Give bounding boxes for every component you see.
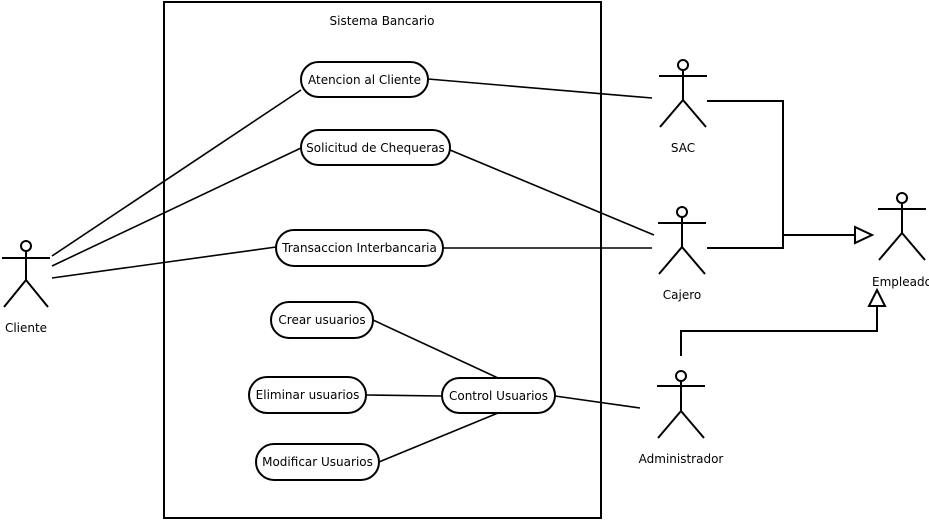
assoc-atencion-sac	[427, 78, 653, 99]
actor-cajero[interactable]: Cajero	[658, 206, 706, 302]
generalization-arrow-right	[854, 225, 875, 245]
use-case-eliminar[interactable]: Eliminar usuarios	[248, 376, 367, 414]
actor-empleado[interactable]: Empleado	[872, 192, 929, 289]
actor-cliente-label: Cliente	[5, 321, 47, 335]
use-case-eliminar-label: Eliminar usuarios	[256, 388, 360, 402]
generalization-cajero-empleado	[707, 234, 855, 249]
use-case-crear[interactable]: Crear usuarios	[270, 301, 374, 339]
system-boundary	[163, 1, 602, 519]
actor-cajero-label: Cajero	[663, 288, 701, 302]
system-title: Sistema Bancario	[330, 14, 435, 28]
use-case-chequeras-label: Solicitud de Chequeras	[306, 141, 445, 155]
actor-administrador-label: Administrador	[639, 452, 724, 466]
generalization-arrow-up	[867, 287, 887, 307]
link-eliminar-control	[365, 394, 443, 397]
use-case-control[interactable]: Control Usuarios	[441, 377, 556, 414]
actor-cliente-figure	[2, 240, 50, 308]
generalization-sac-empleado	[707, 100, 784, 235]
actor-cliente[interactable]: Cliente	[2, 240, 50, 335]
link-crear-control	[372, 319, 499, 379]
generalization-admin-empleado	[680, 306, 878, 356]
assoc-chequeras-cajero	[449, 149, 655, 236]
actor-cajero-figure	[658, 206, 706, 275]
use-case-transaccion[interactable]: Transaccion Interbancaria	[275, 229, 444, 267]
link-modificar-control	[378, 412, 499, 463]
assoc-cliente-atencion	[51, 89, 302, 257]
actor-administrador[interactable]: Administrador	[639, 370, 724, 466]
assoc-cliente-chequeras	[51, 147, 302, 267]
use-case-control-label: Control Usuarios	[449, 389, 548, 403]
actor-sac-label: SAC	[671, 141, 695, 155]
actor-administrador-figure	[657, 370, 705, 439]
use-case-atencion-label: Atencion al Cliente	[308, 73, 421, 87]
use-case-transaccion-label: Transaccion Interbancaria	[281, 241, 437, 255]
actor-empleado-label: Empleado	[872, 275, 929, 289]
assoc-cliente-transaccion	[51, 246, 277, 279]
use-case-modificar[interactable]: Modificar Usuarios	[255, 443, 380, 481]
use-case-atencion[interactable]: Atencion al Cliente	[300, 61, 429, 98]
actor-sac-figure	[659, 59, 707, 128]
use-case-chequeras[interactable]: Solicitud de Chequeras	[300, 129, 451, 166]
actor-empleado-figure	[878, 192, 926, 261]
actor-sac[interactable]: SAC	[659, 59, 707, 155]
use-case-crear-label: Crear usuarios	[278, 313, 365, 327]
use-case-modificar-label: Modificar Usuarios	[262, 455, 373, 469]
assoc-control-administrador	[554, 395, 641, 409]
